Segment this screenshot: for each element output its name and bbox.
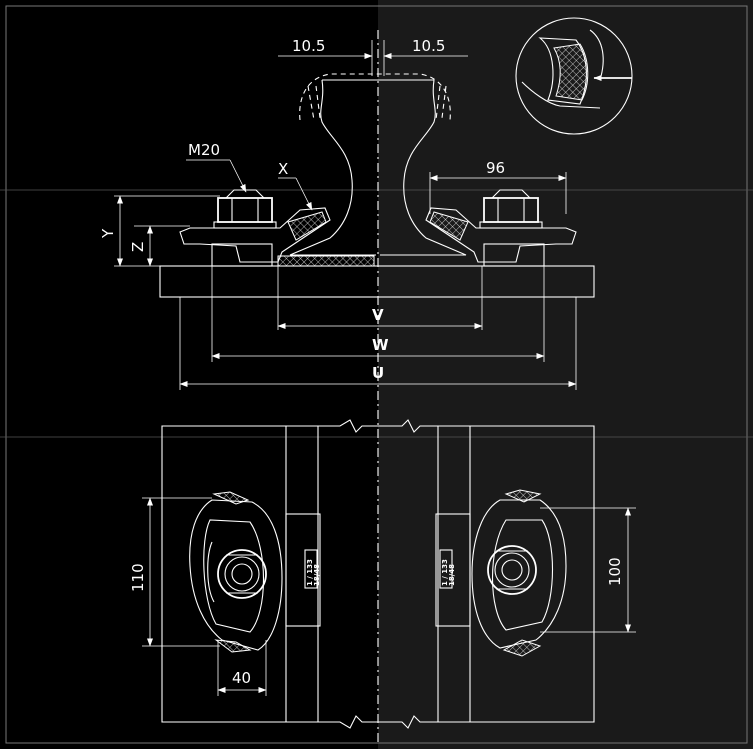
dim-right-gap: 10.5: [383, 37, 468, 76]
left-anchor-block: [211, 243, 273, 267]
base-plate: [159, 265, 595, 298]
left-insulator: [287, 211, 327, 241]
dim-left-width-label: 40: [232, 669, 251, 687]
dim-widths: V W U: [179, 266, 577, 390]
dim-right-height: 100: [540, 507, 636, 633]
bolt-callout: M20: [186, 141, 247, 193]
right-insulator: [429, 211, 469, 241]
background-right: [378, 0, 753, 749]
dim-right-gap-label: 10.5: [412, 37, 445, 55]
left-clip-plate: 1 / 133 18/48: [189, 491, 321, 653]
rail-head-outline: [299, 73, 451, 121]
dim-right-offset-label: 96: [486, 159, 505, 177]
background-left: [0, 0, 378, 749]
dim-left-gap: 10.5: [278, 37, 373, 76]
detail-circle: [515, 17, 633, 135]
sleeper-outline: [161, 419, 595, 729]
left-plate-marking-2: 18/48: [313, 564, 321, 586]
dim-right-offset: 96: [429, 159, 567, 214]
section-view: 10.5 10.5 M20 X 96: [99, 30, 595, 745]
right-plate-marking-1: 1 / 133: [441, 559, 449, 586]
dim-left-width: 40: [217, 640, 267, 696]
pad-callout-label: X: [278, 160, 288, 178]
right-clip-plate: 1 / 133 18/48: [435, 489, 567, 657]
dim-width-v-label: V: [372, 306, 384, 324]
dim-right-height-label: 100: [606, 557, 624, 586]
bolt-callout-label: M20: [188, 141, 220, 159]
pad-callout: X: [278, 160, 313, 211]
rail-web-left: [289, 79, 376, 256]
left-plate-marking-1: 1 / 133: [306, 559, 314, 586]
dim-left-height: 110: [129, 497, 220, 647]
dim-width-w-label: W: [372, 336, 389, 354]
dim-left-gap-label: 10.5: [292, 37, 325, 55]
dim-left-height-label: 110: [129, 563, 147, 592]
right-bolt: [479, 189, 543, 229]
left-clamp: [179, 207, 331, 263]
right-clamp: [425, 207, 577, 263]
rail-pad: [277, 255, 375, 267]
right-plate-marking-2: 18/48: [448, 564, 456, 586]
dim-height-outer-label: Y: [99, 228, 117, 239]
rail-web-right: [380, 79, 467, 256]
plan-view: 1 / 133 18/48 1 / 133 18/48 110: [129, 419, 636, 729]
dim-heights: Y Z: [99, 195, 220, 267]
drawing-frame: [5, 5, 748, 744]
dim-width-u-label: U: [372, 364, 384, 382]
right-anchor-block: [483, 243, 545, 267]
dim-height-inner-label: Z: [129, 242, 147, 252]
